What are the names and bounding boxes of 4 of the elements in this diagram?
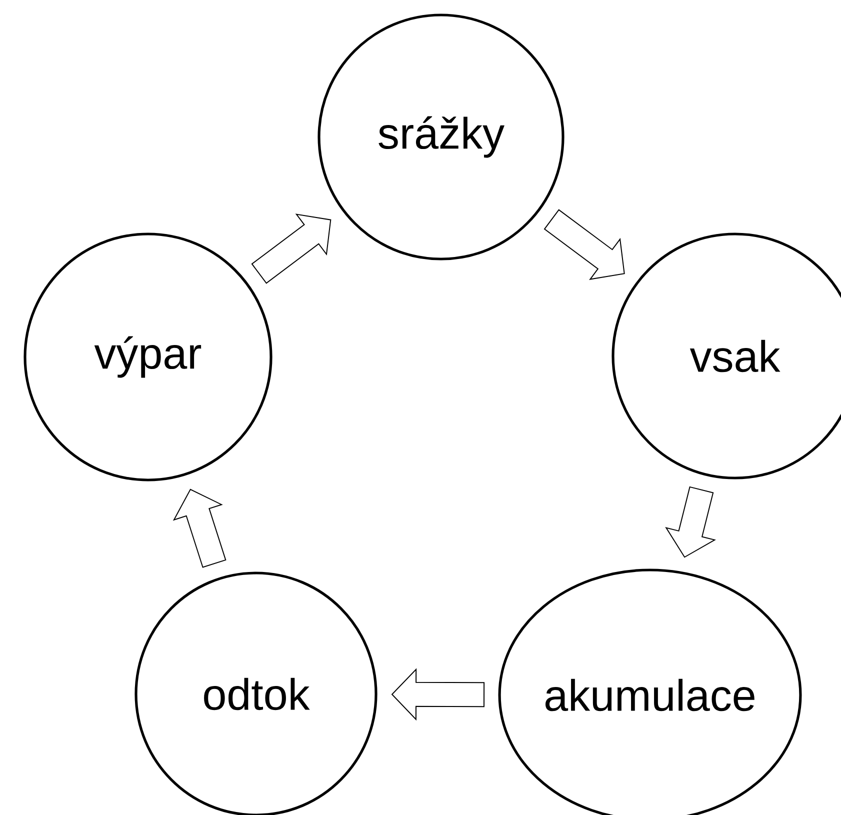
block-arrow: [251, 214, 332, 284]
block-arrow: [665, 486, 716, 558]
block-arrow: [391, 668, 485, 721]
block-arrow: [172, 488, 226, 568]
